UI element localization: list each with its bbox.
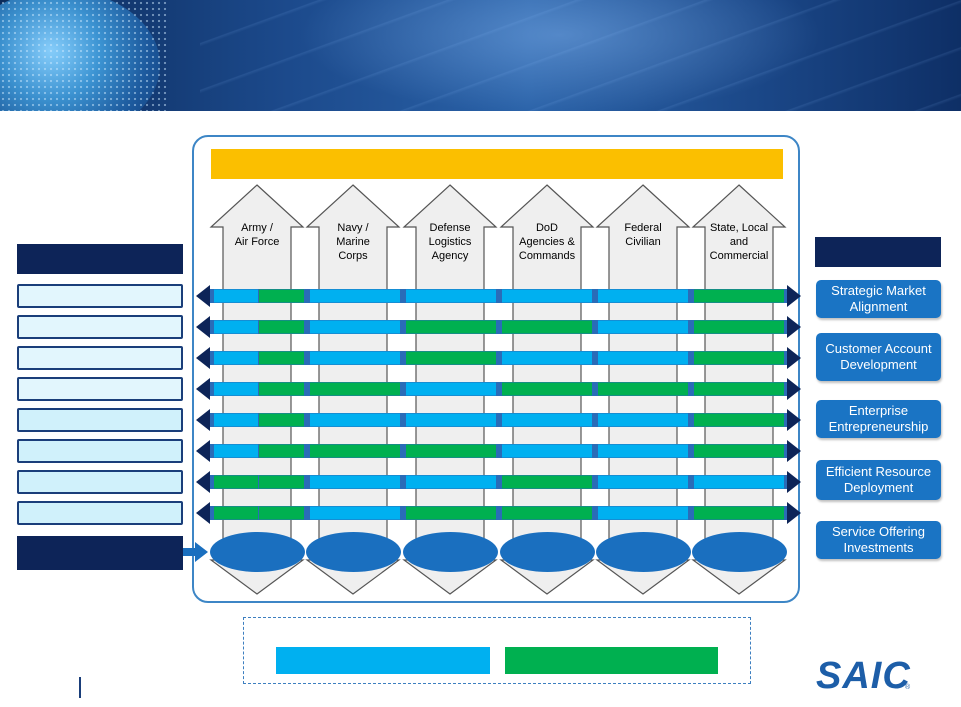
left-row-box [17, 439, 183, 463]
yellow-header-bar [211, 149, 783, 179]
right-button-2: Customer Account Development [816, 333, 941, 381]
column-label: Army /Air Force [234, 222, 280, 248]
column-ellipse [403, 532, 498, 572]
column-ellipse [306, 532, 401, 572]
right-button-1: Strategic Market Alignment [816, 280, 941, 318]
left-row-box [17, 346, 183, 370]
left-header-box [17, 244, 183, 274]
left-footer-box [17, 536, 183, 570]
header-banner [0, 0, 961, 111]
right-button-5: Service Offering Investments [816, 521, 941, 559]
legend-green-swatch [505, 647, 718, 674]
right-button-4: Efficient Resource Deployment [816, 460, 941, 500]
right-header-box [815, 237, 941, 267]
left-row-box [17, 377, 183, 401]
saic-logo: SAIC [816, 655, 911, 697]
column-ellipse [500, 532, 595, 572]
left-row-box [17, 315, 183, 339]
right-button-3: Enterprise Entrepreneurship [816, 400, 941, 438]
column-ellipse [210, 532, 305, 572]
footer-divider [79, 677, 81, 698]
legend-blue-swatch [276, 647, 490, 674]
left-row-box [17, 470, 183, 494]
footer-arrow-icon [183, 542, 208, 562]
diagram-frame [192, 135, 800, 603]
legend-box [243, 617, 751, 684]
left-row-box [17, 501, 183, 525]
logo-registered-mark: ® [905, 684, 911, 691]
left-row-box [17, 284, 183, 308]
column-ellipse [596, 532, 691, 572]
column-ellipse [692, 532, 787, 572]
left-row-box [17, 408, 183, 432]
